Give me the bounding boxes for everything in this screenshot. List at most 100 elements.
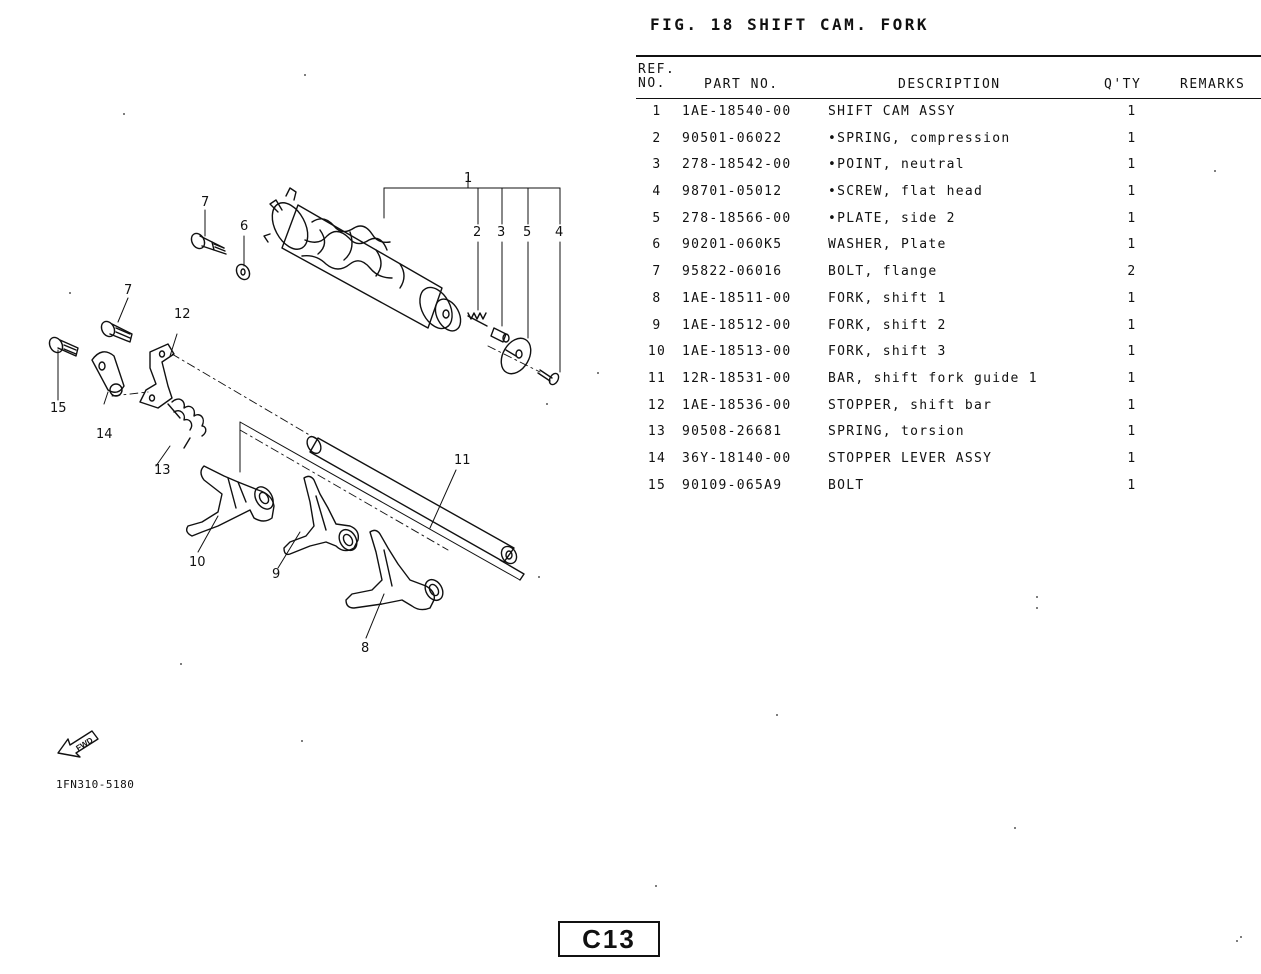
callout-4: 4	[555, 225, 563, 240]
figure-title: FIG. 18 SHIFT CAM. FORK	[650, 15, 930, 34]
assembly-axis-lines	[111, 345, 541, 551]
table-row: 11 12R-18531-00 BAR, shift fork guide 1 …	[636, 371, 1261, 398]
callout-leaders	[57, 175, 561, 639]
scan-speck	[1214, 170, 1216, 172]
shift-fork-1	[345, 529, 444, 611]
part-number: 90201-060K5	[682, 237, 783, 253]
page-number: C13	[558, 921, 660, 957]
part-quantity: 1	[1127, 344, 1137, 360]
flat-head-screw	[537, 369, 560, 386]
ref-number: 5	[652, 210, 662, 226]
part-quantity: 1	[1127, 477, 1137, 493]
callout-15: 15	[50, 401, 67, 416]
table-row: 3 278-18542-00 •POINT, neutral 1	[636, 157, 1261, 184]
table-row: 1 1AE-18540-00 SHIFT CAM ASSY 1	[636, 104, 1261, 131]
ref-number: 1	[652, 104, 662, 119]
callout-5: 5	[523, 225, 531, 240]
part-description: •PLATE, side 2	[828, 210, 956, 226]
stopper-lever	[91, 351, 125, 397]
scan-speck	[1240, 936, 1242, 938]
part-number: 95822-06016	[682, 264, 783, 280]
ref-number: 9	[652, 317, 662, 333]
forward-arrow-icon: FWD	[57, 730, 99, 758]
callout-7-upper: 7	[201, 195, 209, 210]
table-row: 15 90109-065A9 BOLT 1	[636, 478, 1261, 505]
table-row: 2 90501-06022 •SPRING, compression 1	[636, 131, 1261, 158]
part-description: SPRING, torsion	[828, 424, 965, 440]
callout-8: 8	[361, 641, 369, 656]
header-ref-line2: NO.	[638, 76, 666, 91]
callout-9: 9	[272, 567, 280, 582]
scan-speck	[1236, 940, 1238, 942]
part-number: 12R-18531-00	[682, 370, 792, 386]
callout-10: 10	[189, 555, 206, 570]
scan-speck	[1014, 827, 1016, 829]
callout-2: 2	[473, 225, 481, 240]
part-quantity: 1	[1127, 184, 1137, 200]
part-description: FORK, shift 2	[828, 317, 947, 333]
ref-number: 7	[652, 264, 662, 280]
callout-14: 14	[96, 427, 113, 442]
callout-12: 12	[174, 307, 191, 322]
part-quantity: 1	[1127, 450, 1137, 466]
part-description: BAR, shift fork guide 1	[828, 370, 1038, 386]
ref-number: 10	[647, 344, 667, 360]
part-number: 1AE-18512-00	[682, 317, 792, 333]
flange-bolt-upper	[190, 232, 227, 255]
scan-speck	[180, 663, 182, 665]
part-number: 98701-05012	[682, 184, 783, 200]
neutral-point	[490, 327, 510, 343]
ref-number: 12	[647, 397, 667, 413]
ref-number: 3	[652, 157, 662, 173]
scan-speck	[546, 403, 548, 405]
part-description: •SCREW, flat head	[828, 184, 984, 200]
table-row: 14 36Y-18140-00 STOPPER LEVER ASSY 1	[636, 451, 1261, 478]
part-number: 1AE-18540-00	[682, 104, 792, 119]
scan-speck	[123, 113, 125, 115]
header-qty: Q'TY	[1104, 77, 1142, 92]
callout-6: 6	[240, 219, 248, 234]
part-quantity: 1	[1127, 210, 1137, 226]
header-ref-line1: REF.	[638, 62, 676, 77]
table-row: 5 278-18566-00 •PLATE, side 2 1	[636, 211, 1261, 238]
part-number: 278-18542-00	[682, 157, 792, 173]
part-quantity: 1	[1127, 370, 1137, 386]
scan-speck	[1036, 596, 1038, 598]
ref-number: 4	[652, 184, 662, 200]
table-row: 13 90508-26681 SPRING, torsion 1	[636, 424, 1261, 451]
shift-bar-stopper	[139, 343, 175, 409]
part-description: •POINT, neutral	[828, 157, 965, 173]
drawing-code: 1FN310-5180	[56, 778, 135, 791]
header-remarks: REMARKS	[1180, 77, 1246, 92]
ref-number: 11	[647, 370, 667, 386]
part-description: BOLT	[828, 477, 865, 493]
header-top-rule	[636, 55, 1261, 57]
callout-7-lower: 7	[124, 283, 132, 298]
table-row: 4 98701-05012 •SCREW, flat head 1	[636, 184, 1261, 211]
part-number: 36Y-18140-00	[682, 450, 792, 466]
table-row: 7 95822-06016 BOLT, flange 2	[636, 264, 1261, 291]
part-quantity: 1	[1127, 130, 1137, 146]
part-number: 90508-26681	[682, 424, 783, 440]
side-plate	[500, 337, 532, 375]
shift-fork-3	[185, 465, 275, 537]
part-number: 278-18566-00	[682, 210, 792, 226]
scan-speck	[69, 292, 71, 294]
header-ref-no: REF. NO.	[638, 63, 675, 91]
exploded-parts-diagram: 1 2 3 5 4 7 6 7 12 15 14 13 11 10 9 8	[48, 171, 563, 656]
callout-11: 11	[454, 453, 471, 468]
scan-speck	[304, 74, 306, 76]
part-quantity: 1	[1127, 290, 1137, 306]
scan-speck	[655, 885, 657, 887]
part-number: 90501-06022	[682, 130, 783, 146]
part-quantity: 1	[1127, 237, 1137, 253]
compression-spring	[467, 312, 488, 327]
scan-speck	[538, 576, 540, 578]
part-quantity: 1	[1127, 424, 1137, 440]
part-quantity: 1	[1127, 397, 1137, 413]
callout-13: 13	[154, 463, 171, 478]
header-description: DESCRIPTION	[898, 77, 1001, 92]
plate-washer	[235, 263, 251, 281]
part-quantity: 1	[1127, 104, 1137, 119]
callout-3: 3	[497, 225, 505, 240]
